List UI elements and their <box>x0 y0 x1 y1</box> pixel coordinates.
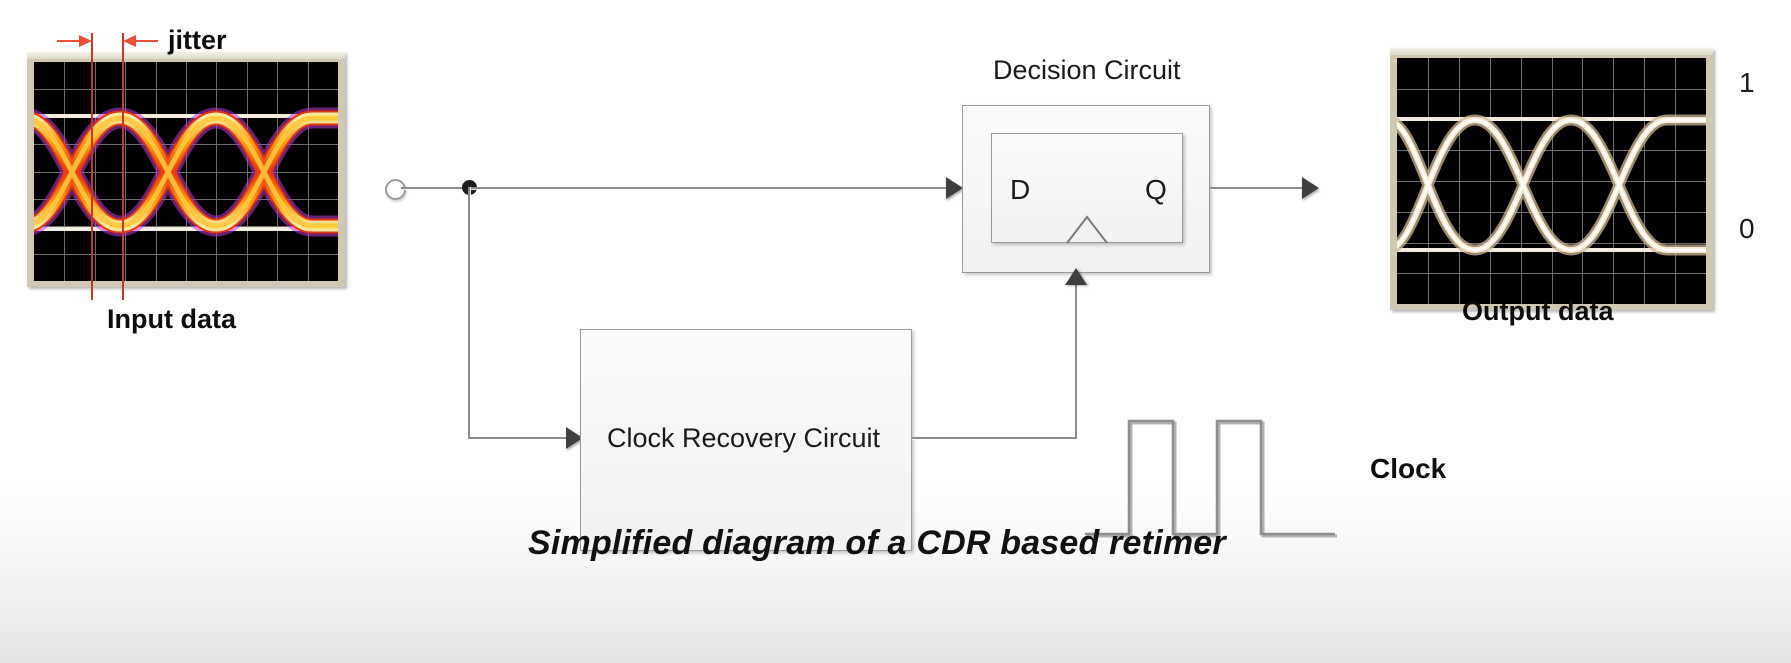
wire-to-clock-recovery <box>468 437 568 439</box>
figure-caption: Simplified diagram of a CDR based retime… <box>528 524 1226 562</box>
jitter-marker-line-left <box>91 33 93 300</box>
flip-flop-clock-triangle-icon <box>1066 215 1108 244</box>
clock-recovery-circuit-label: Clock Recovery Circuit <box>607 423 881 453</box>
decision-circuit-title: Decision Circuit <box>993 55 1181 85</box>
jitter-arrow-right-head <box>123 35 136 47</box>
arrow-into-decision-circuit <box>946 177 963 199</box>
output-level-high-label: 1 <box>1739 67 1755 98</box>
input-eye-trace <box>34 107 338 237</box>
wire-branch-down <box>468 187 470 439</box>
flip-flop-box[interactable] <box>991 133 1183 243</box>
clock-waveform <box>1085 419 1337 538</box>
input-data-label: Input data <box>107 304 236 334</box>
flip-flop-q-label: Q <box>1145 174 1167 205</box>
arrow-clock-into-flip-flop <box>1065 268 1087 285</box>
jitter-arrow-right-shaft <box>128 40 158 42</box>
output-scope-bezel <box>1390 48 1713 55</box>
wire-input-to-branch <box>401 187 471 189</box>
input-scope-screen <box>34 62 338 281</box>
wire-decision-to-output <box>1210 187 1310 189</box>
jitter-arrow-left-head <box>79 35 92 47</box>
jitter-arrow-left-shaft <box>57 40 87 42</box>
arrow-to-output-data <box>1302 177 1319 199</box>
input-eye-diagram-scope <box>27 52 345 287</box>
wire-branch-to-decision <box>469 187 947 189</box>
clock-label: Clock <box>1370 453 1447 484</box>
wire-crc-out <box>912 437 1077 439</box>
flip-flop-d-label: D <box>1010 174 1031 205</box>
input-terminal-node[interactable] <box>385 179 406 200</box>
wire-clock-up-to-ff <box>1075 283 1077 439</box>
arrow-into-clock-recovery <box>566 427 583 449</box>
output-level-low-label: 0 <box>1739 213 1755 244</box>
jitter-marker-line-right <box>122 33 124 300</box>
clock-recovery-circuit-box[interactable] <box>580 329 912 551</box>
scope-bezel <box>27 52 345 59</box>
output-scope-screen <box>1397 58 1706 304</box>
jitter-label: jitter <box>168 25 227 55</box>
output-data-label: Output data <box>1462 296 1614 326</box>
output-eye-trace <box>1397 114 1706 256</box>
output-eye-diagram-scope <box>1390 48 1713 310</box>
